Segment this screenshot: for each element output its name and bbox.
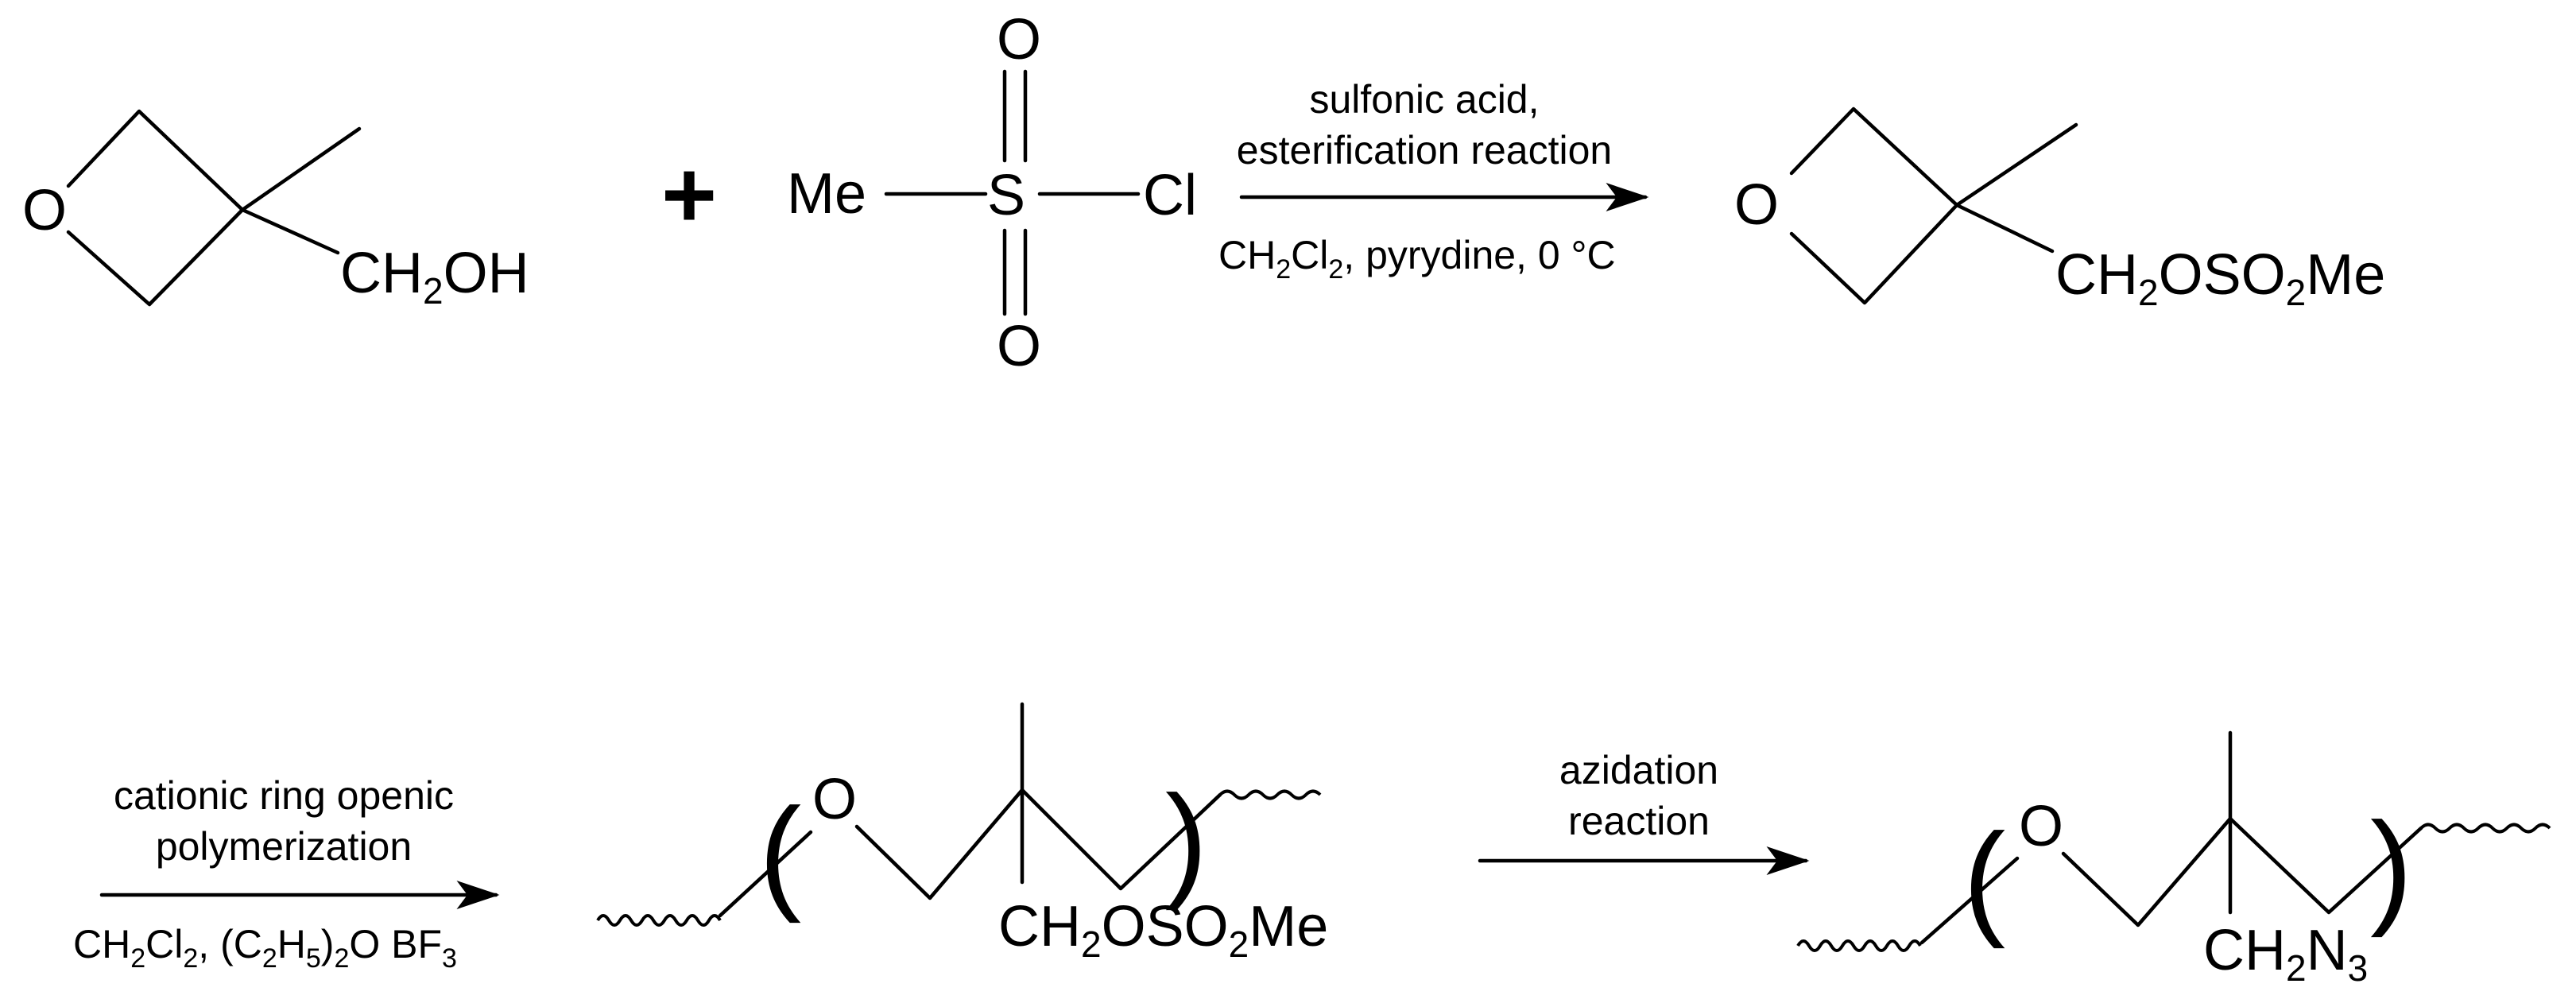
step2-arrow-group: cationic ring openic polymerization CH2C… xyxy=(73,773,500,974)
chain-end-wavy-right xyxy=(1218,789,1322,800)
ch2oh-group: CH2OH xyxy=(340,242,529,312)
step2-condition-line2: polymerization xyxy=(156,824,412,869)
product-oxetane-mesylate: O CH2OSO2Me xyxy=(1734,106,2385,313)
ch2oh-bond xyxy=(240,207,340,255)
backbone-oxygen-atom: O xyxy=(812,768,857,831)
chain-end-wavy-left xyxy=(596,914,722,927)
backbone-bonds-right xyxy=(2061,816,2423,927)
oxygen-bottom-atom: O xyxy=(997,315,1041,378)
oxetane-ring-bonds xyxy=(66,109,245,307)
sulfur-atom: S xyxy=(987,164,1025,227)
ch2oso2me-group: CH2OSO2Me xyxy=(2055,243,2385,313)
ch2oso2me-group: CH2OSO2Me xyxy=(998,895,1328,965)
methyl-label: Me xyxy=(787,162,866,226)
step3-condition-line1: azidation xyxy=(1559,748,1718,792)
chain-end-wavy-left xyxy=(1796,939,1922,952)
methyl-bond xyxy=(240,126,362,212)
step2-solvent-conditions: CH2Cl2, (C2H5)2O BF3 xyxy=(73,922,457,974)
backbone-oxygen-atom: O xyxy=(2019,795,2063,858)
oxetane-ring-bonds xyxy=(1789,106,1959,305)
step1-condition-line2: esterification reaction xyxy=(1237,128,1612,172)
ring-oxygen-atom: O xyxy=(22,179,67,242)
step3-arrow-group: azidation reaction xyxy=(1478,748,1810,875)
reactant-oxetane-methanol: O CH2OH xyxy=(22,109,529,312)
step2-condition-line1: cationic ring openic xyxy=(114,773,454,818)
plus-sign: + xyxy=(661,141,717,248)
repeat-paren-right: ) xyxy=(1165,769,1207,911)
methyl-bond xyxy=(1954,122,2078,207)
repeat-paren-left: ( xyxy=(1963,807,2005,949)
reagent-mesyl-chloride: Me S Cl O O xyxy=(787,8,1197,378)
step3-condition-line2: reaction xyxy=(1568,799,1710,843)
oxygen-top-atom: O xyxy=(997,8,1041,72)
step1-arrow-group: sulfonic acid, esterification reaction C… xyxy=(1218,77,1649,285)
ch2n3-group: CH2N3 xyxy=(2203,919,2368,989)
chain-end-wavy-right xyxy=(2419,823,2551,834)
step1-condition-line1: sulfonic acid, xyxy=(1309,77,1539,122)
chlorine-atom: Cl xyxy=(1143,164,1197,227)
ring-oxygen-atom: O xyxy=(1734,173,1779,237)
ch2-bond xyxy=(1954,203,2055,254)
repeat-paren-left: ( xyxy=(759,781,801,924)
polymer-mesylate: O ( ) CH2OSO2Me xyxy=(596,702,1328,965)
polymer-azide: O ( ) CH2N3 xyxy=(1796,730,2551,989)
backbone-bonds-left xyxy=(1919,856,2020,945)
repeat-paren-right: ) xyxy=(2370,796,2412,938)
backbone-bonds-left xyxy=(718,830,813,918)
step1-solvent-conditions: CH2Cl2, pyrydine, 0 °C xyxy=(1218,233,1616,285)
